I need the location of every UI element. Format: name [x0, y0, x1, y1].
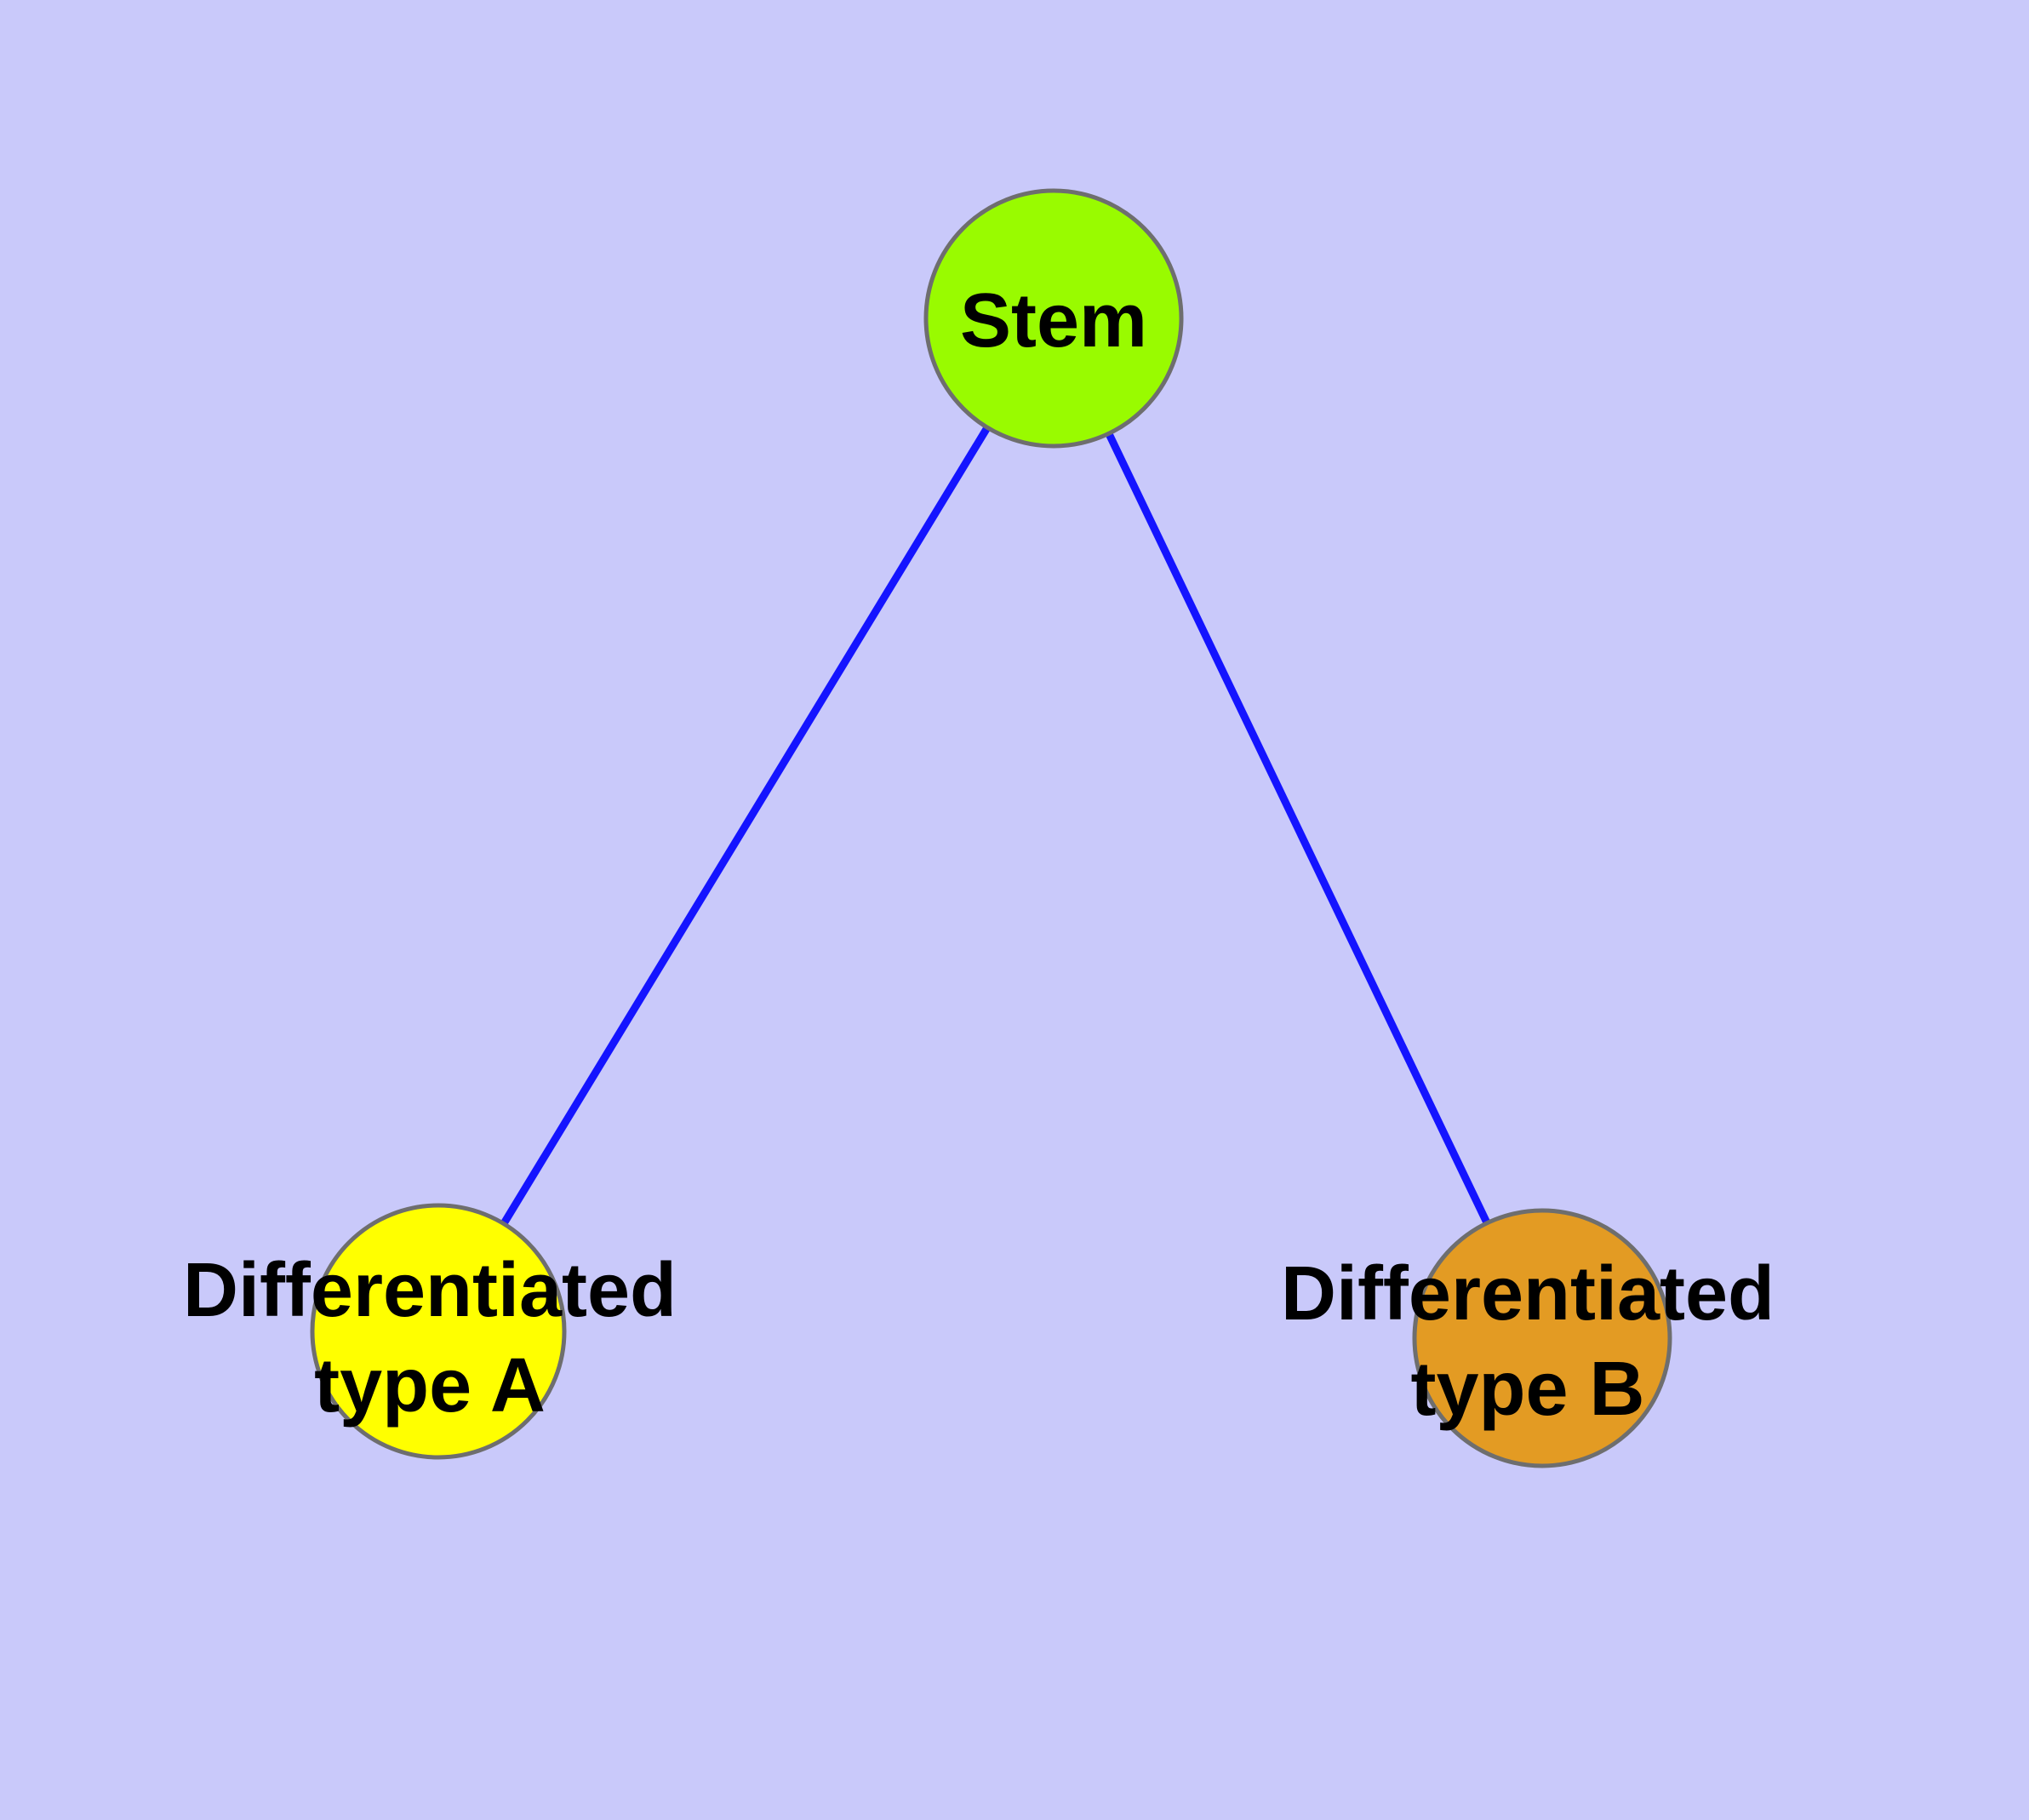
edge-stem-to-type-b [1049, 317, 1546, 1340]
node-type-b-label-line2: type B [1410, 1347, 1644, 1432]
node-type-a-label-line1: Differentiated [183, 1248, 677, 1333]
node-stem [923, 188, 1184, 449]
node-type-b-label-line1: Differentiated [1281, 1251, 1775, 1336]
node-type-a-label-line2: type A [314, 1343, 546, 1428]
node-differentiated-type-b [1412, 1208, 1672, 1468]
edge-stem-to-type-a [435, 316, 1057, 1334]
node-stem-label: Stem [960, 278, 1147, 363]
node-differentiated-type-a [310, 1203, 567, 1460]
